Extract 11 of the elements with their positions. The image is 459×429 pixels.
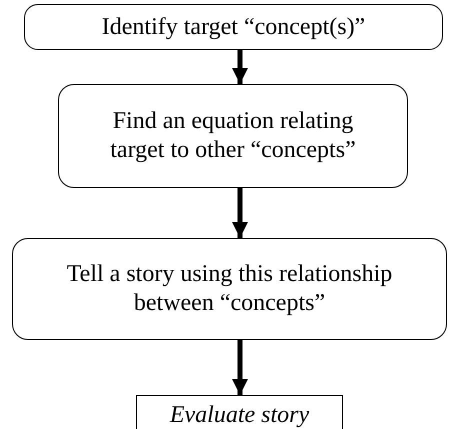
arrow [232, 188, 248, 238]
process-box [24, 4, 443, 50]
arrow [232, 50, 248, 84]
node-text: Find an equation relating target to other “concepts” [109, 107, 357, 165]
arrow [232, 340, 248, 395]
process-box [58, 84, 408, 188]
terminal-box [136, 395, 343, 429]
node-text: Tell a story using this relationship between “concepts” [66, 260, 394, 318]
process-box [12, 238, 447, 340]
node-text: Identify target “concept(s)” [102, 12, 366, 42]
node-text: Evaluate story [170, 400, 310, 429]
